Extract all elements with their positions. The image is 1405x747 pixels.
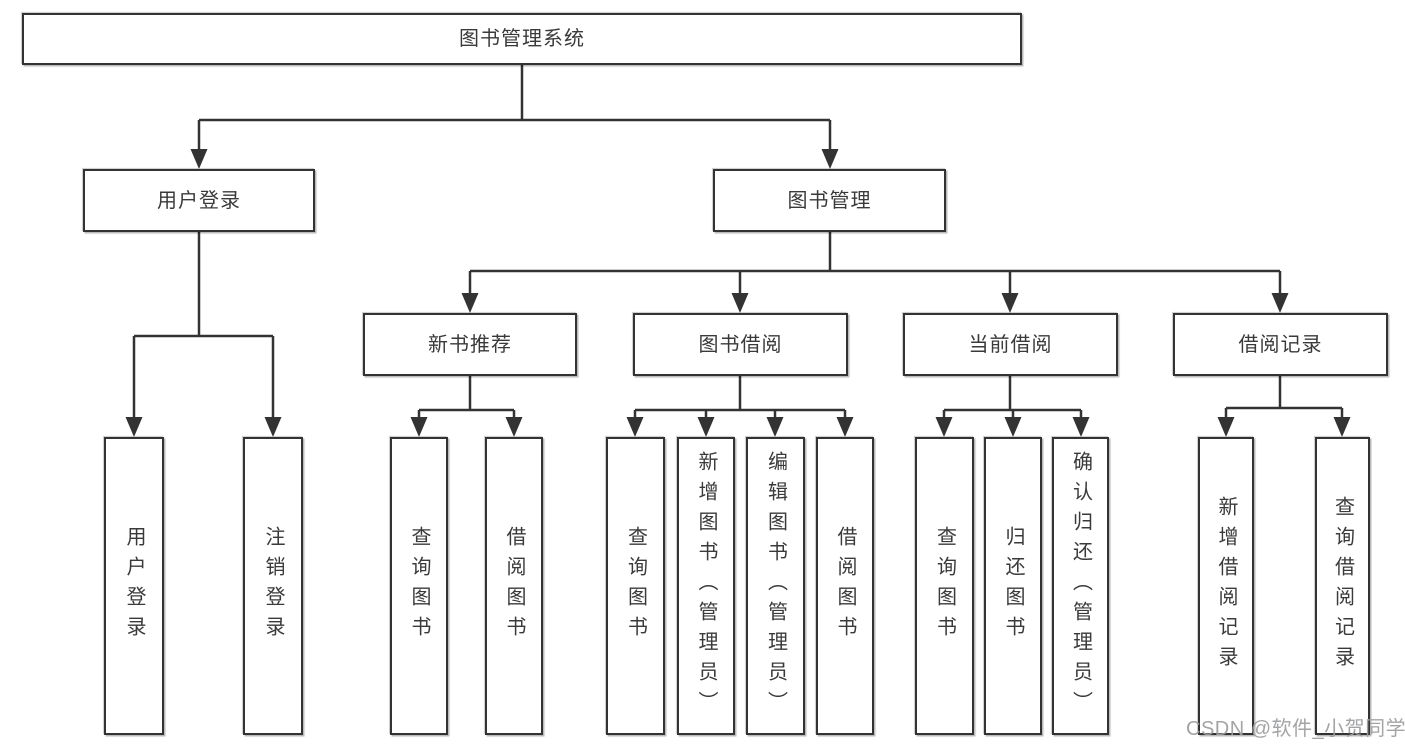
arrowhead-icon	[821, 149, 839, 169]
node-label: 用户登录	[123, 526, 145, 646]
node-user-login: 用户登录	[83, 169, 315, 232]
node-leaf-logout: 注销登录	[243, 437, 303, 735]
arrowhead-icon	[1333, 417, 1351, 437]
arrowhead-icon	[410, 417, 428, 437]
node-leaf-add-books: 新增图书（管理员）	[677, 437, 735, 735]
node-leaf-user-login: 用户登录	[104, 437, 164, 735]
node-label: 当前借阅	[968, 333, 1053, 356]
node-label: 确认归还（管理员）	[1069, 451, 1092, 721]
arrowhead-icon	[190, 149, 208, 169]
node-current-borrowing: 当前借阅	[903, 313, 1118, 376]
arrowhead-icon	[697, 417, 715, 437]
node-leaf-query-record: 查询借阅记录	[1315, 437, 1370, 735]
node-leaf-query-books-1: 查询图书	[390, 437, 448, 735]
arrowhead-icon	[1001, 293, 1019, 313]
arrowhead-icon	[461, 293, 479, 313]
node-book-borrowing: 图书借阅	[633, 313, 848, 376]
node-label: 用户登录	[157, 189, 241, 212]
node-leaf-query-books-3: 查询图书	[915, 437, 974, 735]
node-label: 归还图书	[1002, 526, 1024, 646]
arrowhead-icon	[1271, 293, 1289, 313]
node-label: 借阅记录	[1238, 333, 1323, 356]
arrowhead-icon	[731, 293, 749, 313]
node-label: 新增借阅记录	[1215, 496, 1237, 676]
arrowhead-icon	[125, 417, 143, 437]
watermark: CSDN @软件_小贺同学	[1186, 718, 1405, 740]
node-book-management: 图书管理	[713, 169, 946, 232]
arrowhead-icon	[836, 417, 854, 437]
node-leaf-edit-books: 编辑图书（管理员）	[746, 437, 805, 735]
node-label: 查询借阅记录	[1331, 496, 1354, 676]
node-borrowing-records: 借阅记录	[1173, 313, 1388, 376]
node-new-book-recommend: 新书推荐	[363, 313, 577, 376]
node-leaf-borrow-books-2: 借阅图书	[816, 437, 874, 735]
node-root: 图书管理系统	[22, 13, 1022, 65]
arrowhead-icon	[626, 417, 644, 437]
arrowhead-icon	[935, 417, 953, 437]
arrowhead-icon	[1217, 417, 1235, 437]
node-leaf-confirm-return: 确认归还（管理员）	[1052, 437, 1109, 735]
node-leaf-add-record: 新增借阅记录	[1198, 437, 1254, 735]
node-label: 借阅图书	[834, 526, 856, 646]
node-label: 编辑图书（管理员）	[764, 451, 787, 721]
node-label: 查询图书	[408, 526, 430, 646]
arrowhead-icon	[1004, 417, 1022, 437]
node-label: 新增图书（管理员）	[695, 451, 717, 721]
node-label: 图书借阅	[698, 333, 783, 356]
node-leaf-query-books-2: 查询图书	[606, 437, 665, 735]
arrowhead-icon	[1072, 417, 1090, 437]
node-label: 图书管理	[787, 189, 872, 212]
node-label: 借阅图书	[503, 526, 525, 646]
node-label: 图书管理系统	[459, 28, 585, 50]
node-label: 查询图书	[624, 526, 647, 646]
arrowhead-icon	[766, 417, 784, 437]
node-label: 新书推荐	[428, 333, 512, 356]
node-leaf-borrow-books-1: 借阅图书	[485, 437, 543, 735]
arrowhead-icon	[264, 417, 282, 437]
node-label: 查询图书	[933, 526, 956, 646]
arrowhead-icon	[505, 417, 523, 437]
node-label: 注销登录	[262, 526, 284, 646]
node-leaf-return-books: 归还图书	[984, 437, 1042, 735]
